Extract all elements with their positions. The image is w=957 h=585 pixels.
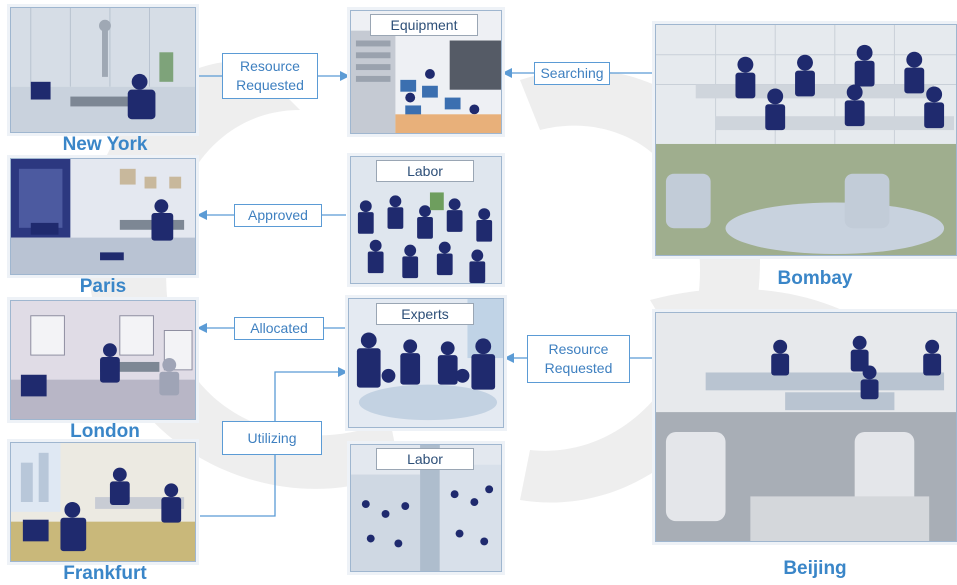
paris-photo — [10, 158, 196, 275]
labor-photo-1 — [350, 156, 502, 284]
beijing-resource-requested-label: Resource Requested — [527, 335, 630, 383]
new-york-label: New York — [62, 134, 148, 155]
london-label: London — [70, 421, 140, 442]
bombay-searching-label: Searching — [534, 62, 610, 85]
bombay-photo — [655, 24, 957, 256]
paris-approved-label: Approved — [234, 204, 322, 227]
experts-photo — [348, 298, 504, 428]
frankfurt-label: Frankfurt — [63, 563, 147, 584]
paris-label: Paris — [79, 276, 127, 297]
labor-tag-1: Labor — [376, 160, 474, 182]
frankfurt-photo — [10, 442, 196, 562]
beijing-label: Beijing — [783, 558, 847, 579]
bombay-label: Bombay — [777, 268, 853, 289]
experts-tag: Experts — [376, 303, 474, 325]
beijing-photo — [655, 312, 957, 542]
new-york-photo — [10, 7, 196, 133]
frankfurt-utilizing-label: Utilizing — [222, 421, 322, 455]
equipment-tag: Equipment — [370, 14, 478, 36]
london-allocated-label: Allocated — [234, 317, 324, 340]
labor-tag-2: Labor — [376, 448, 474, 470]
london-photo — [10, 300, 196, 420]
ny-resource-requested-label: Resource Requested — [222, 53, 318, 99]
